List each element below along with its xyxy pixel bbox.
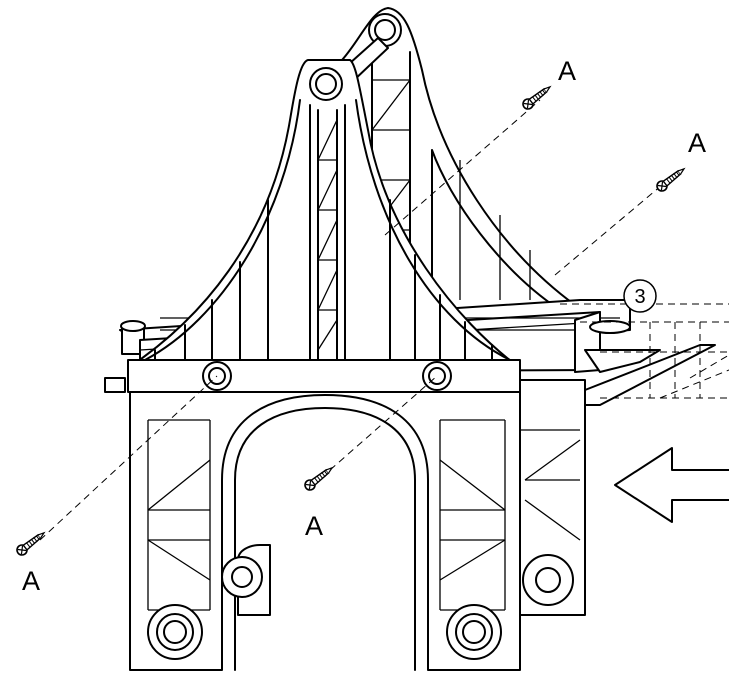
screw-label-top: A [558, 56, 576, 86]
screw-guide-lines [39, 99, 669, 541]
screw-icon [302, 463, 336, 493]
screw-labels: A A A A [22, 56, 706, 596]
screw-icon [14, 528, 48, 558]
step-badge: 3 [623, 279, 657, 313]
screw-icon [520, 82, 554, 112]
back-legs [519, 379, 586, 616]
screw-label-center: A [305, 511, 323, 541]
screw-label-right: A [688, 128, 706, 158]
front-legs [129, 361, 521, 671]
front-tower [127, 59, 521, 393]
screw-label-left: A [22, 566, 40, 596]
screw-icon [654, 164, 688, 194]
step-number: 3 [634, 286, 645, 308]
left-arrow-icon [614, 447, 729, 523]
